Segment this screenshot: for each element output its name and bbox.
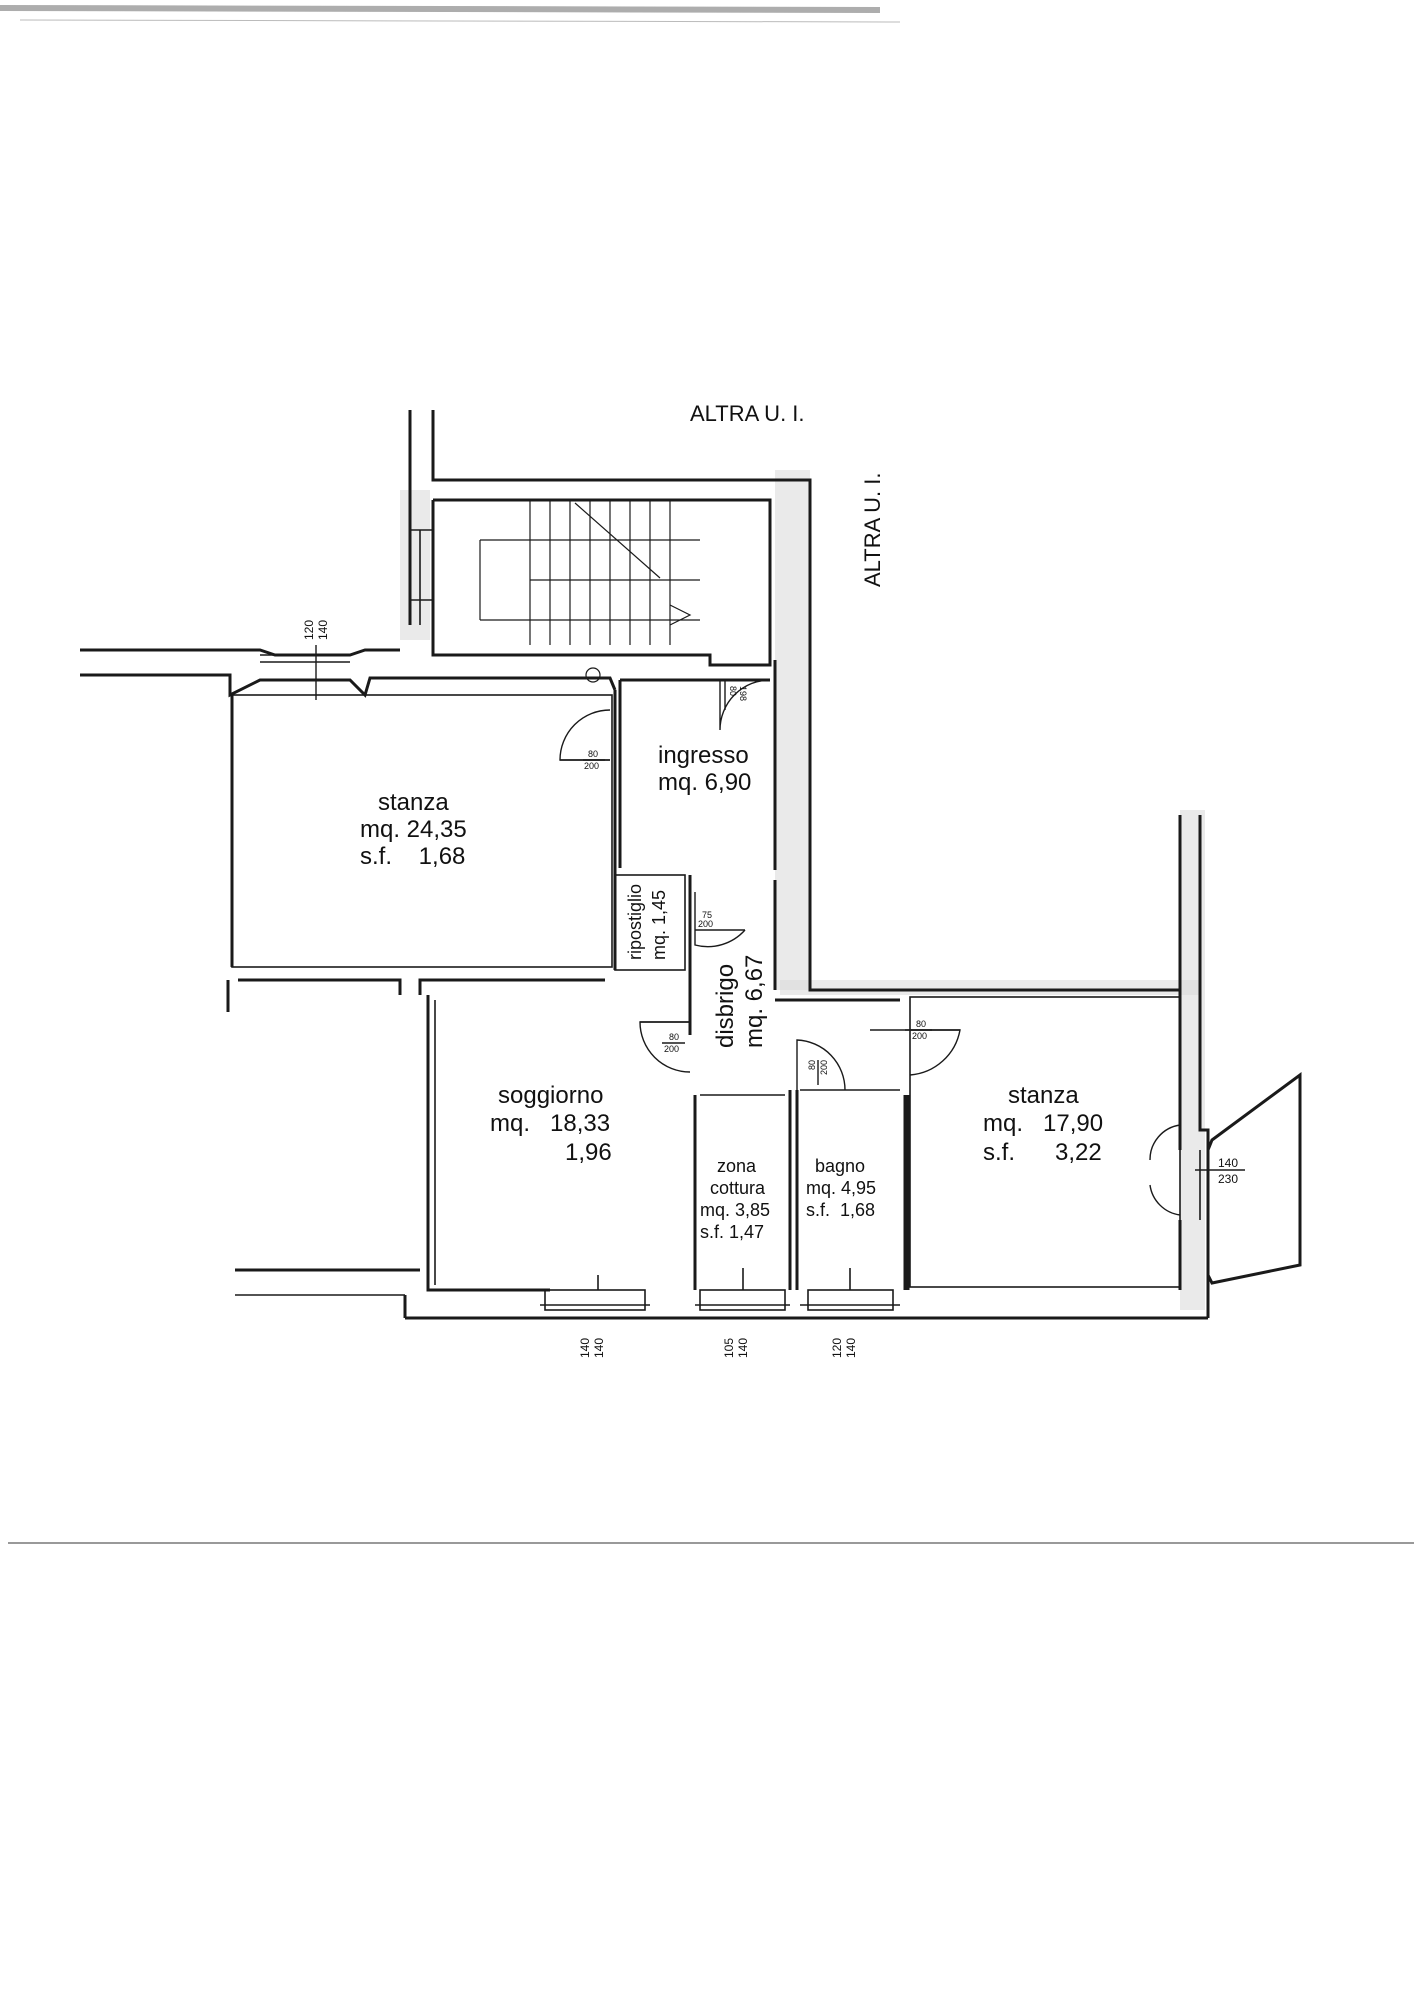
window-height: 140: [316, 620, 330, 640]
wall-hatching: [400, 470, 1205, 1310]
room-area: mq. 17,90: [983, 1110, 1103, 1137]
room-bagno: bagno mq. 4,95 s.f. 1,68: [806, 1156, 876, 1220]
room-disbrigo: disbrigo mq. 6,67: [712, 955, 768, 1048]
door-dim-ripostiglio: 75 200: [698, 910, 713, 929]
door-width: 80: [916, 1019, 926, 1029]
room-stanza-left: stanza mq. 24,35 s.f. 1,68: [360, 789, 467, 870]
door-dim-stanza-left: 80 200: [583, 749, 605, 771]
room-area: mq. 3,85: [700, 1200, 770, 1220]
room-name: zona: [717, 1156, 757, 1176]
window-width: 105: [722, 1338, 736, 1358]
room-area: mq. 24,35: [360, 816, 467, 843]
window-width: 120: [302, 620, 316, 640]
window-width: 140: [1218, 1156, 1238, 1170]
window-width: 140: [578, 1338, 592, 1358]
room-area: mq. 18,33: [490, 1110, 610, 1137]
door-width: 80: [807, 1060, 817, 1070]
room-area: mq. 6,67: [741, 955, 768, 1048]
room-name-2: cottura: [710, 1178, 766, 1198]
door-dim-stair: 80 198: [724, 680, 748, 710]
room-name: stanza: [1008, 1082, 1079, 1109]
door-height: 200: [912, 1031, 927, 1041]
window-width: 120: [830, 1338, 844, 1358]
room-stanza-right: stanza mq. 17,90 s.f. 3,22: [983, 1082, 1103, 1166]
window-height: 230: [1218, 1172, 1238, 1186]
scan-edge-top: [0, 5, 901, 23]
door-width: 80: [728, 686, 738, 696]
door-height: 200: [698, 919, 713, 929]
window-dim-soggiorno: 140 140: [578, 1338, 606, 1358]
apartment-walls: [80, 648, 1302, 1320]
room-name: ripostiglio: [625, 884, 645, 960]
room-sf: s.f. 1,68: [806, 1200, 875, 1220]
room-name: soggiorno: [498, 1082, 603, 1109]
door-dim-bagno: 80 200: [807, 1060, 829, 1085]
room-name: bagno: [815, 1156, 865, 1176]
room-ingresso: ingresso mq. 6,90: [658, 742, 751, 796]
room-name: stanza: [378, 789, 449, 816]
window-dim-bagno: 120 140: [830, 1338, 858, 1358]
staircase: [479, 500, 700, 683]
window-height: 140: [736, 1338, 750, 1358]
window-dim-cottura: 105 140: [722, 1338, 750, 1358]
stair-core-walls: [408, 410, 1180, 992]
room-name: ingresso: [658, 742, 749, 769]
room-area: mq. 1,45: [649, 890, 669, 960]
window-height: 140: [844, 1338, 858, 1358]
room-sf: s.f. 1,47: [700, 1222, 764, 1242]
door-height: 198: [738, 686, 748, 701]
room-soggiorno: soggiorno mq. 18,33 1,96: [490, 1082, 612, 1166]
room-sf: 1,96: [565, 1139, 612, 1166]
room-area: mq. 4,95: [806, 1178, 876, 1198]
window-dim-stanza-left: 120 140: [302, 620, 330, 700]
room-area: mq. 6,90: [658, 769, 751, 796]
room-zona-cottura: zona cottura mq. 3,85 s.f. 1,47: [700, 1156, 770, 1242]
door-height: 200: [664, 1044, 679, 1054]
door-height: 200: [584, 761, 599, 771]
neighbor-label-right: ALTRA U. I.: [860, 472, 885, 587]
neighbor-label-top: ALTRA U. I.: [690, 401, 805, 426]
room-name: disbrigo: [712, 964, 739, 1048]
window-dim-balcony: 140 230: [1195, 1156, 1245, 1186]
room-sf: s.f. 1,68: [360, 843, 465, 870]
door-dim-soggiorno: 80 200: [662, 1032, 685, 1054]
door-width: 80: [669, 1032, 679, 1042]
room-ripostiglio: ripostiglio mq. 1,45: [625, 884, 669, 960]
window-height: 140: [592, 1338, 606, 1358]
room-sf: s.f. 3,22: [983, 1139, 1102, 1166]
door-height: 200: [819, 1060, 829, 1075]
door-width: 75: [702, 910, 712, 920]
door-width: 80: [588, 749, 598, 759]
door-dim-stanza-right: 80 200: [910, 1019, 932, 1041]
